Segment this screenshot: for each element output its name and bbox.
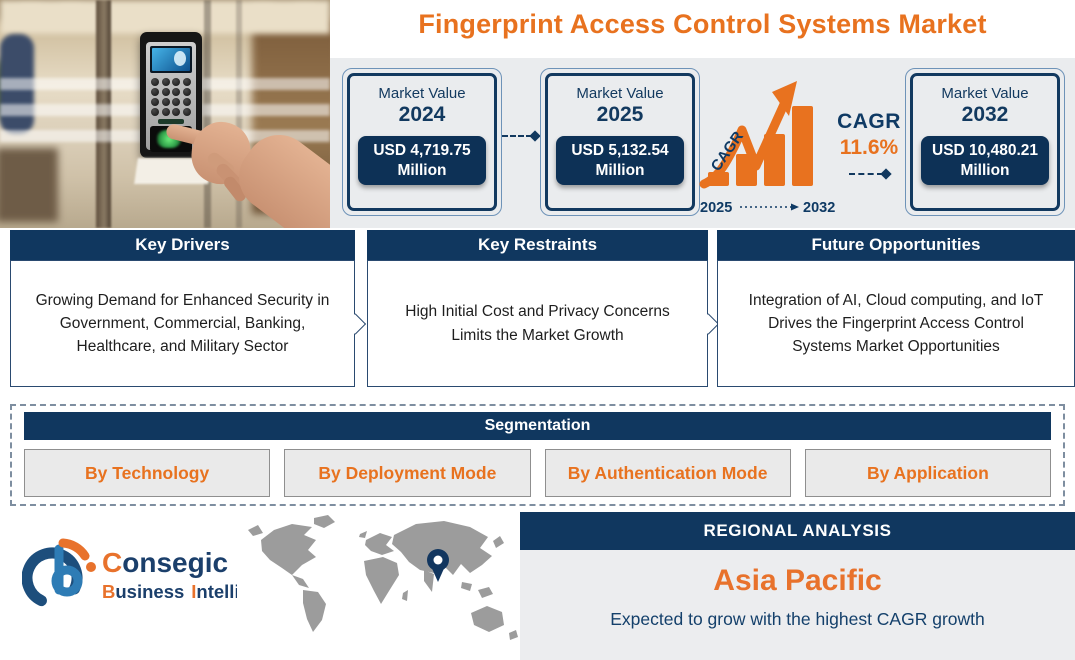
brand-tagline: BusinessIntelligence — [102, 581, 237, 602]
key-drivers-header: Key Drivers — [10, 230, 355, 260]
regional-analysis-panel: REGIONAL ANALYSIS Asia Pacific Expected … — [520, 512, 1075, 660]
brand-name: Consegic — [102, 547, 228, 578]
cagr-start-year: 2025 — [700, 200, 732, 216]
key-restraints-header: Key Restraints — [367, 230, 708, 260]
consegic-logo: Consegic BusinessIntelligence — [22, 538, 237, 609]
market-value-year: 2025 — [596, 103, 644, 126]
market-value-card-2024: Market Value 2024 USD 4,719.75 Million — [342, 68, 502, 216]
cagr-value-block: CAGR 11.6% — [827, 110, 911, 180]
market-value-amount: USD 10,480.21 Million — [921, 136, 1049, 185]
key-drivers-text: Growing Demand for Enhanced Security in … — [35, 291, 330, 356]
chevron-right-point-icon — [697, 312, 720, 335]
future-opportunities-header: Future Opportunities — [717, 230, 1075, 260]
terminal-led — [158, 119, 184, 124]
market-value-card-2025: Market Value 2025 USD 5,132.54 Million — [540, 68, 700, 216]
terminal-keypad — [150, 77, 192, 117]
logo-b-bowl — [51, 565, 83, 597]
world-map — [248, 515, 518, 640]
dashed-diamond-arrow-icon — [502, 130, 541, 142]
market-value-label: Market Value — [378, 85, 466, 102]
small-arrowhead-icon — [791, 203, 799, 211]
access-control-photo — [0, 0, 330, 228]
segment-by-application: By Application — [804, 449, 1051, 497]
market-value-amount: USD 5,132.54 Million — [556, 136, 684, 185]
terminal-screen — [150, 46, 192, 73]
page-title: Fingerprint Access Control Systems Marke… — [418, 9, 987, 39]
market-value-label: Market Value — [941, 85, 1029, 102]
future-opportunities-panel: Future Opportunities Integration of AI, … — [717, 230, 1075, 387]
segment-by-technology: By Technology — [24, 449, 271, 497]
header-section: Fingerprint Access Control Systems Marke… — [330, 0, 1075, 228]
market-value-amount: USD 4,719.75 Million — [358, 136, 486, 185]
market-value-year: 2032 — [961, 103, 1009, 126]
market-stats-panel: Market Value 2024 USD 4,719.75 Million M… — [330, 58, 1075, 228]
market-value-card-2032: Market Value 2032 USD 10,480.21 Million — [905, 68, 1065, 216]
map-pin-icon — [427, 549, 449, 582]
logo-orange-dot — [86, 562, 96, 572]
cagr-value: 11.6% — [839, 136, 899, 159]
segmentation-header: Segmentation — [24, 412, 1051, 440]
key-drivers-panel: Key Drivers Growing Demand for Enhanced … — [10, 230, 367, 387]
arrowhead-icon — [772, 81, 797, 116]
regional-analysis-header: REGIONAL ANALYSIS — [520, 512, 1075, 550]
cagr-end-year: 2032 — [803, 200, 835, 216]
footer-section: Consegic BusinessIntelligence — [0, 508, 1075, 660]
zigzag-up-arrow-icon — [699, 95, 791, 189]
photo-sideboard — [0, 148, 58, 222]
market-value-label: Market Value — [576, 85, 664, 102]
regional-region-name: Asia Pacific — [713, 564, 882, 597]
regional-note: Expected to grow with the highest CAGR g… — [610, 609, 985, 629]
segment-by-authentication-mode: By Authentication Mode — [544, 449, 791, 497]
dashed-diamond-arrow-icon — [827, 168, 911, 180]
segmentation-section: Segmentation By Technology By Deployment… — [10, 404, 1065, 506]
photo-floor — [0, 0, 330, 34]
key-restraints-text: High Initial Cost and Privacy Concerns L… — [405, 303, 670, 344]
fingerprint-glyph — [174, 51, 186, 66]
future-opportunities-text: Integration of AI, Cloud computing, and … — [748, 291, 1044, 356]
logo-orange-arc — [58, 538, 90, 561]
cagr-growth-chart: CAGR 2025 2032 — [699, 81, 835, 216]
segment-by-deployment-mode: By Deployment Mode — [284, 449, 531, 497]
market-value-year: 2024 — [398, 103, 446, 126]
cagr-label: CAGR — [837, 110, 901, 133]
key-restraints-panel: Key Restraints High Initial Cost and Pri… — [367, 230, 720, 387]
chevron-right-point-icon — [344, 312, 367, 335]
